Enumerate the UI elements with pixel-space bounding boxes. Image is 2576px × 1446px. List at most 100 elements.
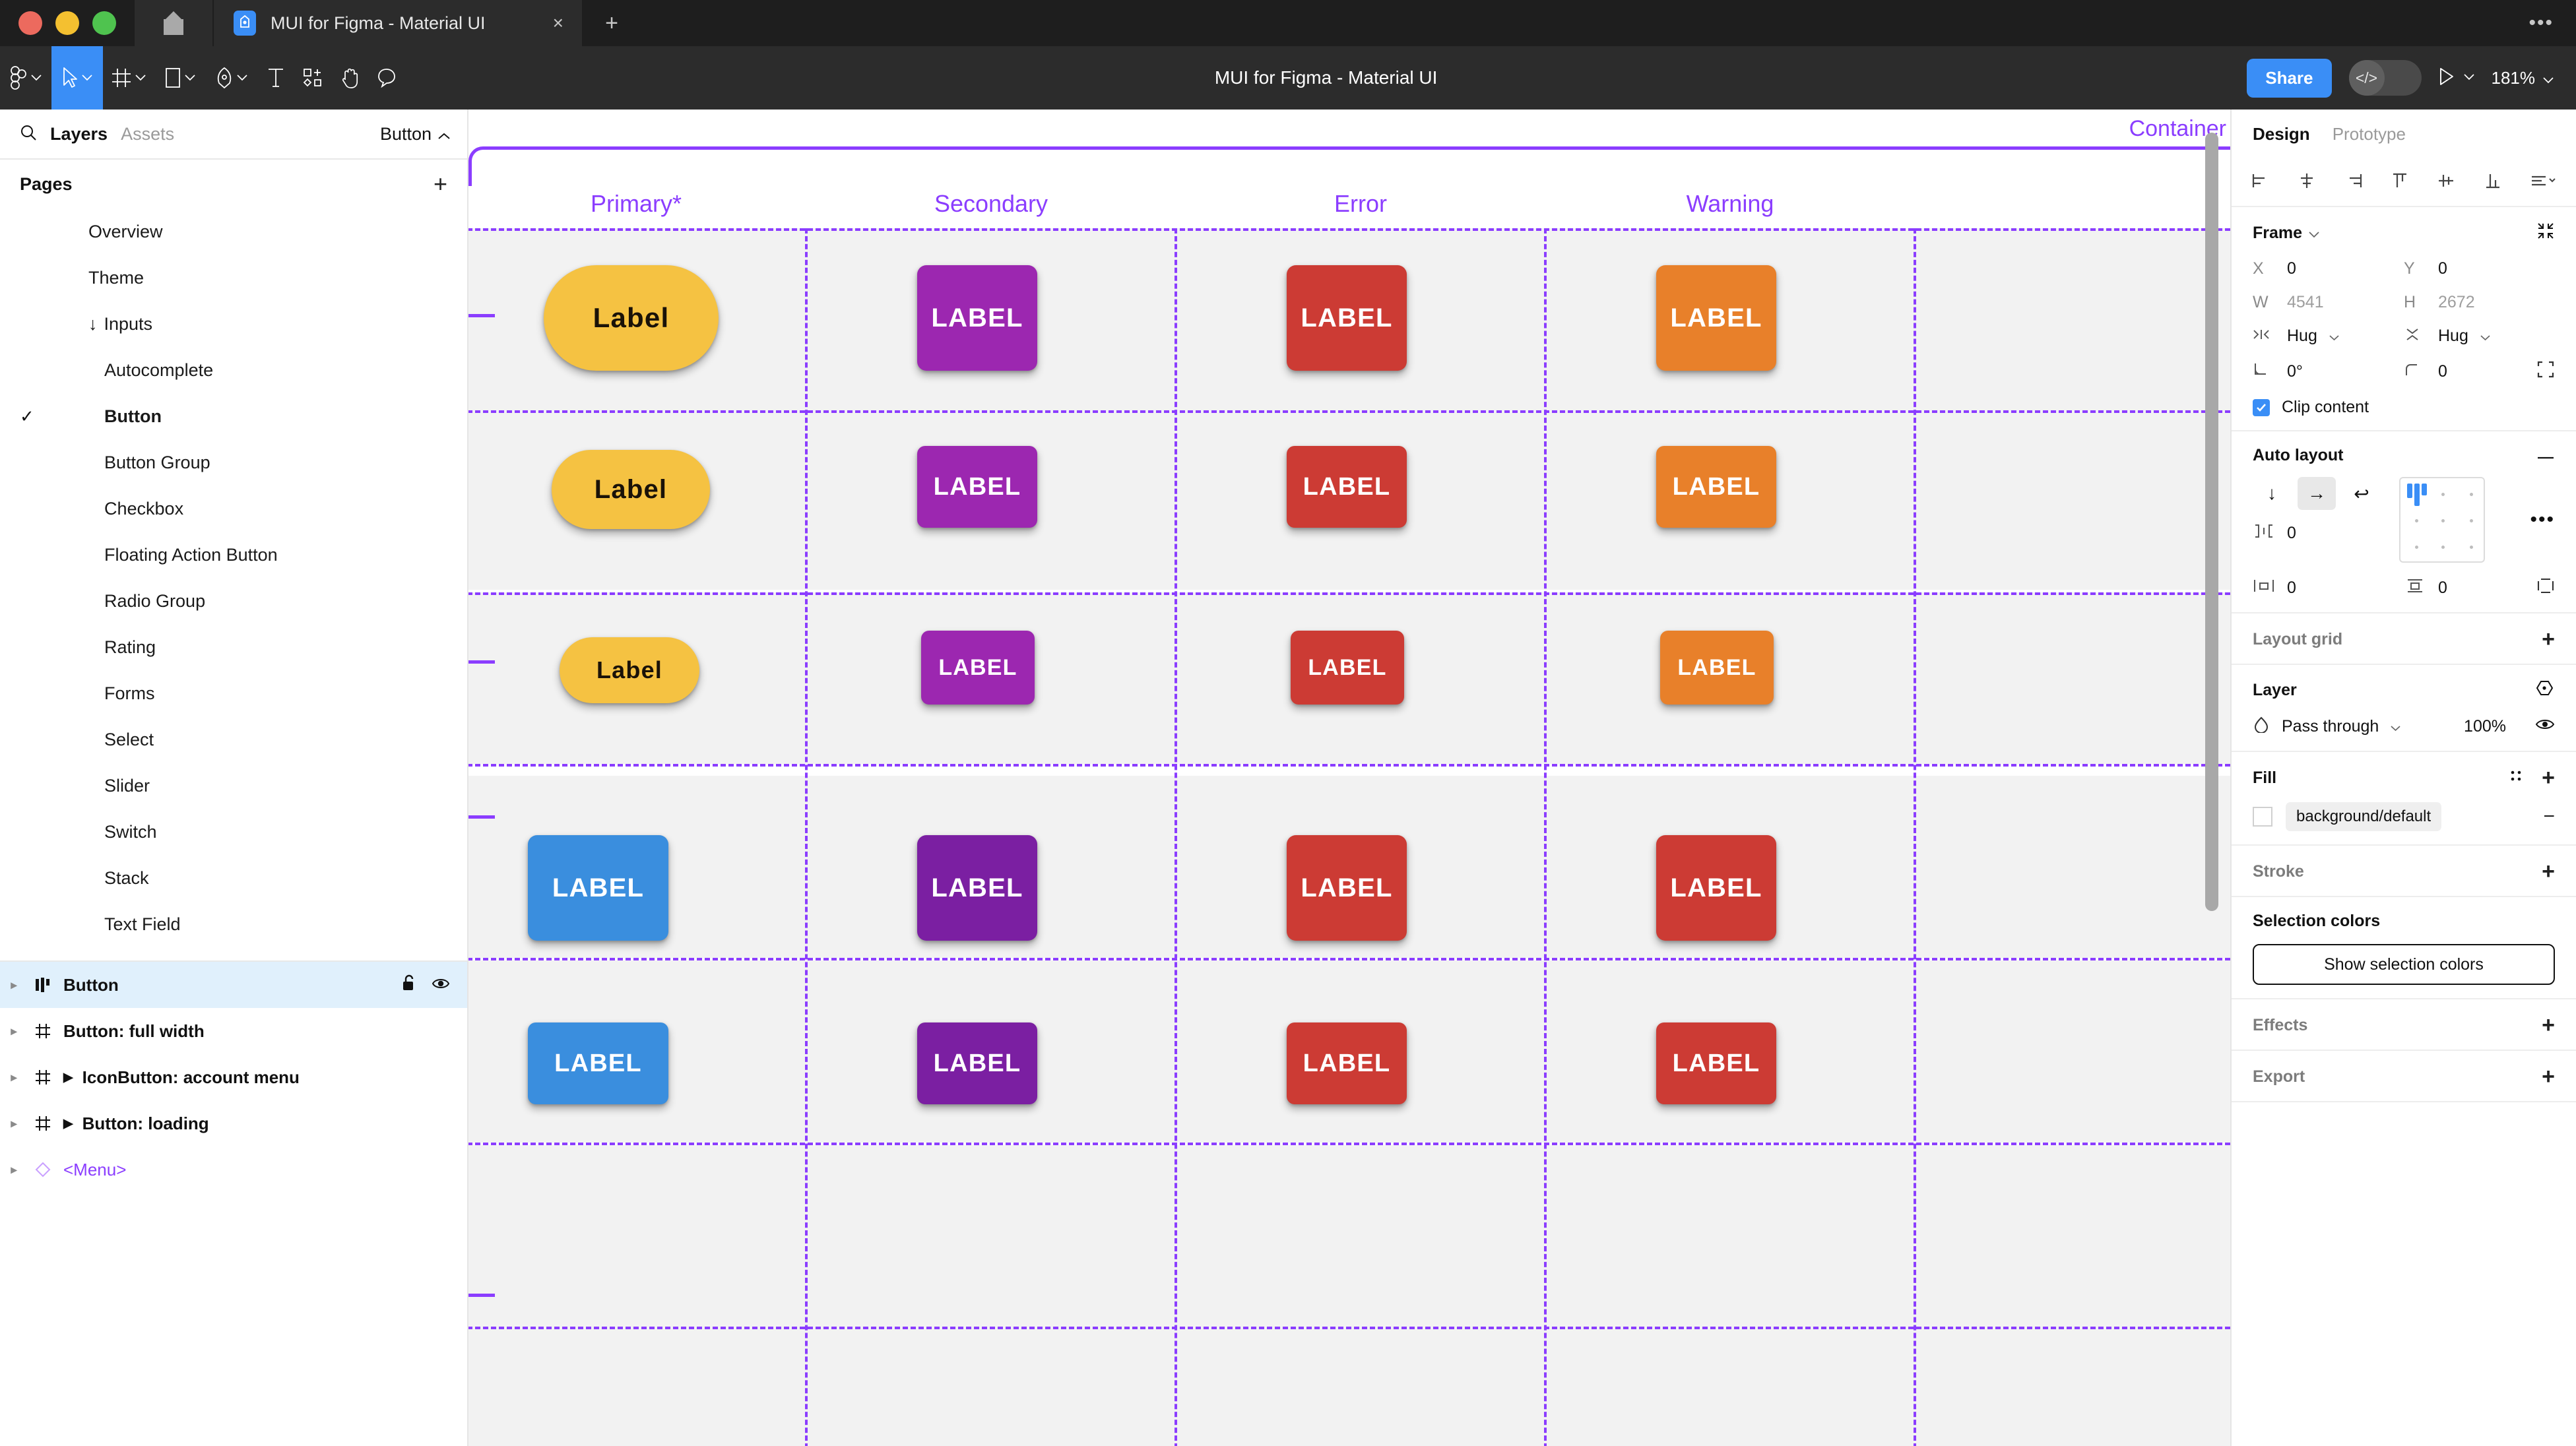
button-primary-small[interactable]: Label <box>560 637 699 703</box>
layer-settings-icon[interactable] <box>2535 679 2555 701</box>
clip-content-checkbox[interactable] <box>2253 398 2270 416</box>
style-grid-icon[interactable] <box>2507 767 2525 789</box>
comment-tool-button[interactable] <box>368 46 405 110</box>
add-fill-button[interactable]: + <box>2542 765 2555 790</box>
unlock-icon[interactable] <box>401 974 417 996</box>
direction-wrap-button[interactable]: ↩ <box>2354 483 2369 504</box>
sidebar-item-button-group[interactable]: Button Group <box>0 439 467 486</box>
align-left-icon[interactable] <box>2251 172 2270 193</box>
window-menu-icon[interactable]: ••• <box>2528 12 2554 34</box>
sidebar-item-autocomplete[interactable]: Autocomplete <box>0 347 467 393</box>
dev-mode-toggle[interactable]: </> <box>2348 60 2422 96</box>
frame-resize-height[interactable]: Hug <box>2404 327 2555 346</box>
blend-mode-value[interactable]: Pass through <box>2282 717 2379 736</box>
sidebar-item-forms[interactable]: Forms <box>0 670 467 716</box>
sidebar-item-inputs[interactable]: ↓Inputs <box>0 301 467 347</box>
sidebar-item-overview[interactable]: Overview <box>0 208 467 255</box>
expand-arrow-icon[interactable]: ▸ <box>11 1116 17 1130</box>
collapsed-caret-icon[interactable]: ▶ <box>63 1070 73 1084</box>
add-stroke-button[interactable]: + <box>2542 859 2555 884</box>
present-button[interactable] <box>2439 67 2474 89</box>
add-effect-button[interactable]: + <box>2542 1013 2555 1038</box>
hand-tool-button[interactable] <box>331 46 368 110</box>
close-tab-icon[interactable]: × <box>552 13 564 33</box>
distribute-icon[interactable] <box>2530 172 2556 193</box>
button-secondary-medium-2[interactable]: LABEL <box>917 1022 1037 1104</box>
sidebar-item-floating-action-button[interactable]: Floating Action Button <box>0 532 467 578</box>
search-icon[interactable] <box>20 124 37 144</box>
clip-content-row[interactable]: Clip content <box>2253 398 2555 417</box>
expand-arrow-icon[interactable]: ▸ <box>11 1070 17 1084</box>
layer-row-iconbutton-account-menu[interactable]: ▸ ▶ IconButton: account menu <box>0 1054 467 1100</box>
independent-corners-icon[interactable] <box>2536 360 2555 383</box>
add-page-button[interactable]: + <box>433 170 447 197</box>
maximize-window-button[interactable] <box>92 11 116 35</box>
button-secondary-large[interactable]: LABEL <box>917 265 1037 371</box>
minus-icon[interactable] <box>2536 446 2555 465</box>
show-selection-colors-button[interactable]: Show selection colors <box>2253 944 2555 985</box>
direction-horizontal-button[interactable]: → <box>2298 477 2336 510</box>
button-error-large[interactable]: LABEL <box>1287 265 1407 371</box>
sidebar-item-theme[interactable]: Theme <box>0 255 467 301</box>
tab-layers[interactable]: Layers <box>50 123 108 144</box>
share-button[interactable]: Share <box>2247 58 2332 98</box>
home-button[interactable] <box>133 0 212 46</box>
button-secondary-small[interactable]: LABEL <box>921 631 1035 705</box>
sidebar-item-checkbox[interactable]: Checkbox <box>0 486 467 532</box>
align-right-icon[interactable] <box>2344 172 2363 193</box>
new-tab-button[interactable]: + <box>605 11 618 36</box>
collapsed-caret-icon[interactable]: ▶ <box>63 1116 73 1131</box>
page-selector[interactable]: Button <box>380 124 450 144</box>
direction-vertical-button[interactable]: ↓ <box>2267 483 2276 503</box>
add-export-button[interactable]: + <box>2542 1064 2555 1089</box>
button-error-medium-3[interactable]: LABEL <box>1656 1022 1776 1104</box>
sidebar-item-button[interactable]: ✓ Button <box>0 393 467 439</box>
frame-x-field[interactable]: X 0 <box>2253 259 2404 278</box>
individual-padding-icon[interactable] <box>2536 577 2555 599</box>
expand-arrow-icon[interactable]: ▸ <box>11 978 17 991</box>
frame-corner-radius-field[interactable]: 0 <box>2404 360 2555 383</box>
tab-prototype[interactable]: Prototype <box>2332 123 2406 144</box>
minimize-window-button[interactable] <box>55 11 79 35</box>
frame-tool-button[interactable] <box>103 46 154 110</box>
frame-y-field[interactable]: Y 0 <box>2404 259 2555 278</box>
sidebar-item-stack[interactable]: Stack <box>0 855 467 901</box>
frame-w-field[interactable]: W 4541 <box>2253 293 2404 312</box>
expand-arrow-icon[interactable]: ▸ <box>11 1024 17 1038</box>
layer-row-button-loading[interactable]: ▸ ▶ Button: loading <box>0 1100 467 1147</box>
sidebar-item-radio-group[interactable]: Radio Group <box>0 578 467 624</box>
add-layout-grid-button[interactable]: + <box>2542 627 2555 652</box>
button-error-large-2[interactable]: LABEL <box>1287 835 1407 941</box>
collapse-icon[interactable] <box>2536 222 2555 245</box>
button-blue-medium[interactable]: LABEL <box>528 1022 668 1104</box>
button-warning-small[interactable]: LABEL <box>1660 631 1774 705</box>
expand-arrow-icon[interactable]: ▸ <box>11 1162 17 1176</box>
layer-row-button[interactable]: ▸ Button <box>0 962 467 1008</box>
close-window-button[interactable] <box>18 11 42 35</box>
fill-color-swatch[interactable] <box>2253 807 2272 827</box>
eye-icon[interactable] <box>2535 717 2555 736</box>
tab-design[interactable]: Design <box>2253 123 2310 144</box>
button-error-medium[interactable]: LABEL <box>1287 446 1407 528</box>
button-error-large-3[interactable]: LABEL <box>1656 835 1776 941</box>
fill-style-token[interactable]: background/default <box>2286 802 2442 831</box>
align-vertical-center-icon[interactable] <box>2437 172 2455 193</box>
pen-tool-button[interactable] <box>206 46 257 110</box>
eye-icon[interactable] <box>432 975 450 995</box>
button-warning-large[interactable]: LABEL <box>1656 265 1776 371</box>
frame-rotation-field[interactable]: 0° <box>2253 362 2404 381</box>
padding-horizontal-field[interactable]: 0 <box>2253 578 2404 598</box>
frame-h-field[interactable]: H 2672 <box>2404 293 2555 312</box>
auto-layout-more-icon[interactable]: ••• <box>2530 509 2555 530</box>
button-blue-large[interactable]: LABEL <box>528 835 668 941</box>
text-tool-button[interactable] <box>257 46 294 110</box>
padding-vertical-field[interactable]: 0 <box>2404 577 2555 599</box>
button-error-medium-2[interactable]: LABEL <box>1287 1022 1407 1104</box>
layer-row-button-full-width[interactable]: ▸ Button: full width <box>0 1008 467 1054</box>
canvas-vertical-scrollbar[interactable] <box>2205 133 2218 911</box>
remove-fill-button[interactable]: − <box>2543 805 2555 827</box>
figma-menu-button[interactable] <box>0 46 51 110</box>
sidebar-item-select[interactable]: Select <box>0 716 467 763</box>
sidebar-item-text-field[interactable]: Text Field <box>0 901 467 947</box>
button-warning-medium[interactable]: LABEL <box>1656 446 1776 528</box>
